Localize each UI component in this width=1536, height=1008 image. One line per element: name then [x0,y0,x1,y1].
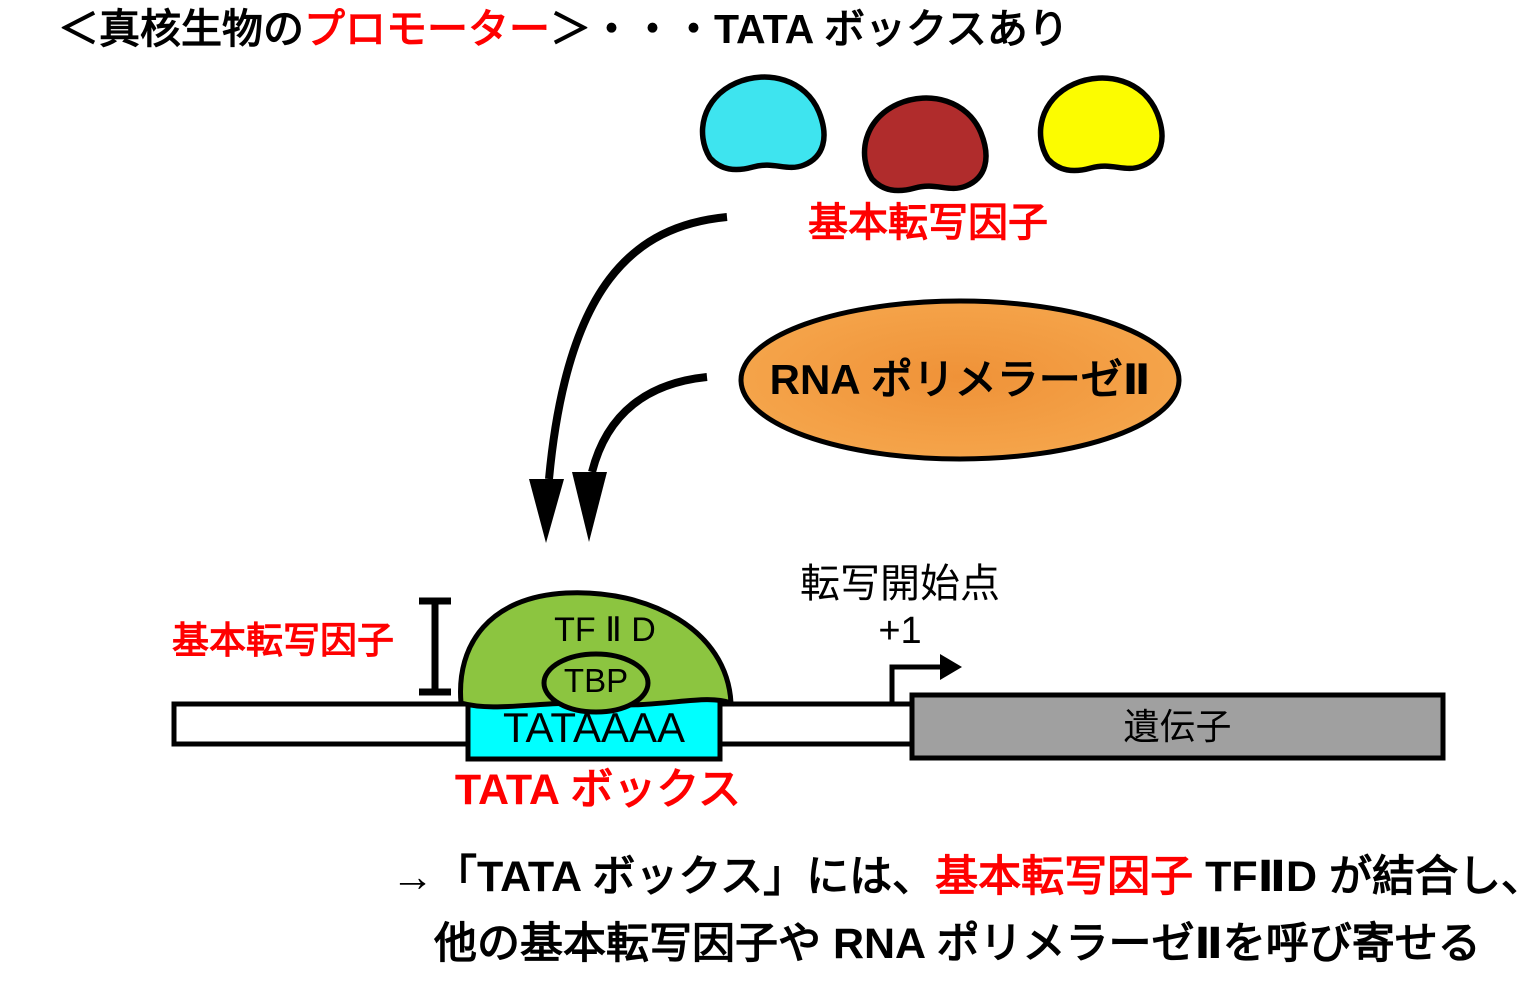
factor-blobs [699,74,1165,194]
gene-box [909,692,1446,761]
caption-line2: 他の基本転写因子や RNA ポリメラーゼⅡを呼び寄せる [434,920,1481,968]
caption-line1: →「TATA ボックス」には、基本転写因子 TFⅡD が結合し、 [391,853,1536,902]
page-title: ＜真核生物のプロモーター＞・・・TATA ボックスあり [58,6,1069,53]
transcription-start-arrowhead-icon [940,654,962,680]
bracket-factors-label: 基本転写因子 [172,620,394,661]
rna-polymerase-label: RNA ポリメラーゼⅡ [769,355,1151,403]
transcription-start-label: 転写開始点 [800,562,1000,606]
title-pre: ＜真核生物の [58,6,304,52]
tbp-ellipse [541,651,651,715]
tata-box-label: TATA ボックス [454,766,742,814]
tbp-label: TBP [563,662,629,699]
title-highlight: プロモーター [304,6,550,52]
yellow-factor-blob [1037,75,1165,174]
transcription-start-arrow [889,654,962,704]
factors-arrowhead-icon [529,479,564,543]
plus-one-label: +1 [878,610,922,652]
gene-label: 遺伝子 [1123,705,1232,747]
rna-polymerase-ellipse [738,298,1182,462]
cyan-factor-blob [699,74,827,173]
polymerase-arrow [572,373,708,542]
tfiid-label: TF Ⅱ D [554,611,656,649]
caption-line1-black1: →「TATA ボックス」には、 [391,853,936,901]
caption-line1-red: 基本転写因子 [935,853,1194,901]
factors-arrow [529,213,728,543]
title-post: ＞・・・TATA ボックスあり [550,6,1069,52]
polymerase-arrowhead-icon [572,472,607,542]
tata-sequence-label: TATAAAA [502,704,686,751]
caption-line1-black2: TFⅡD が結合し、 [1193,853,1536,901]
general-factors-label: 基本転写因子 [808,201,1048,245]
red-factor-blob [861,95,989,194]
factors-bracket [419,597,451,696]
